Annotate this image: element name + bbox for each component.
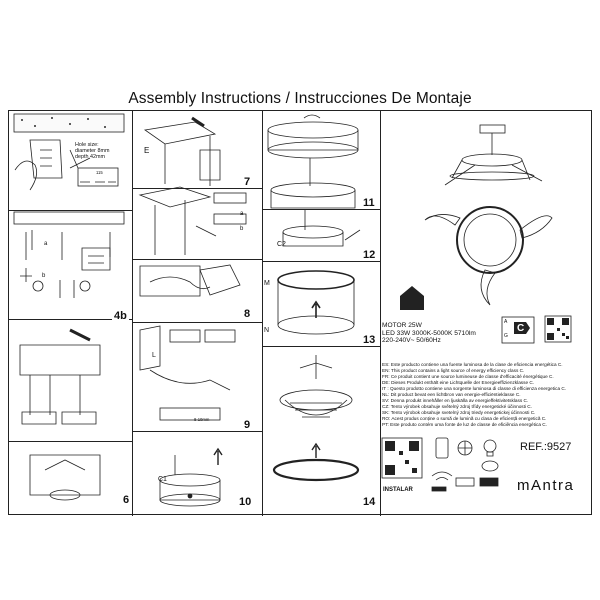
energy-statement: IT : Questo prodotto contiene una sorgen…	[382, 385, 567, 391]
part-label: C2	[277, 241, 286, 248]
battery-icon	[455, 477, 475, 487]
step-number: 10	[237, 496, 254, 508]
dimension-label: 115	[96, 170, 103, 175]
energy-statement: EN: This product contains a light source…	[382, 367, 525, 373]
specs-block: MOTOR 25W LED 33W 3000K-5000K 5710lm 220…	[382, 322, 592, 345]
part-label: L	[152, 352, 156, 359]
led-spec: LED 33W 3000K-5000K 5710lm	[382, 329, 476, 337]
instruction-grid	[8, 110, 592, 516]
timer-icon	[479, 477, 499, 487]
qr-code-icon	[544, 315, 572, 343]
part-label: a	[240, 211, 244, 217]
energy-statement: SK: Tento výrobok obsahuje svetelný zdro…	[382, 409, 536, 415]
energy-class: C	[517, 323, 525, 334]
part-label: N	[264, 327, 270, 334]
energy-statements: ES: Este producto contiene una fuente lu…	[382, 362, 592, 427]
part-label: b	[240, 226, 244, 232]
step-number: 14	[361, 496, 378, 508]
reference-number: REF.:9527	[520, 441, 572, 453]
step-number: 4b	[112, 310, 129, 322]
part-label: a	[44, 241, 48, 247]
part-label: E	[144, 146, 150, 155]
part-label: M	[264, 280, 270, 287]
fan-icon	[457, 440, 473, 456]
qr-code-icon	[381, 437, 423, 479]
page-title: Assembly Instructions / Instrucciones De…	[128, 90, 472, 107]
part-label: b	[42, 273, 46, 279]
voltage-spec: 220-240V~ 50/60Hz	[382, 337, 441, 344]
wifi-icon	[431, 471, 453, 481]
energy-class-icon	[501, 316, 535, 344]
energy-statement: SV: Denna produkt innehåller en ljuskäll…	[382, 397, 529, 403]
part-label: C1	[158, 476, 167, 483]
step-number: 9	[242, 419, 253, 431]
bulb-icon	[483, 439, 497, 457]
ceiling-texture	[20, 117, 107, 129]
remote-icon	[435, 437, 449, 459]
step-number: 6	[121, 494, 132, 506]
energy-statement: DE: Dieses Produkt enthält eine Lichtque…	[382, 379, 535, 385]
energy-statement: NL: Dit product bevat een lichtbron van …	[382, 391, 521, 397]
step-number: 11	[361, 197, 377, 209]
energy-statement: FR: Ce produit contient une source lumin…	[382, 373, 554, 379]
led-icon	[481, 460, 499, 472]
step-number: 8	[242, 308, 253, 320]
step-number: 12	[361, 249, 378, 261]
energy-statement: RO: Acest produs conține o sursă de lumi…	[382, 415, 547, 421]
strip-length: 8-10mm	[194, 417, 210, 422]
energy-statement: CZ: Tento výrobek obsahuje světelný zdro…	[382, 403, 532, 409]
install-label: INSTALAR	[383, 487, 413, 493]
energy-statement: PT: Este produto contém uma fonte de luz…	[382, 421, 547, 427]
step-number: 7	[242, 176, 253, 188]
energy-statement: ES: Este producto contiene una fuente lu…	[382, 362, 563, 367]
brand-logo: mAntra	[517, 477, 575, 494]
house-icon	[400, 286, 424, 310]
motor-spec: MOTOR 25W	[382, 322, 422, 329]
color-temp-icon	[431, 486, 447, 492]
step-number: 13	[361, 334, 378, 346]
